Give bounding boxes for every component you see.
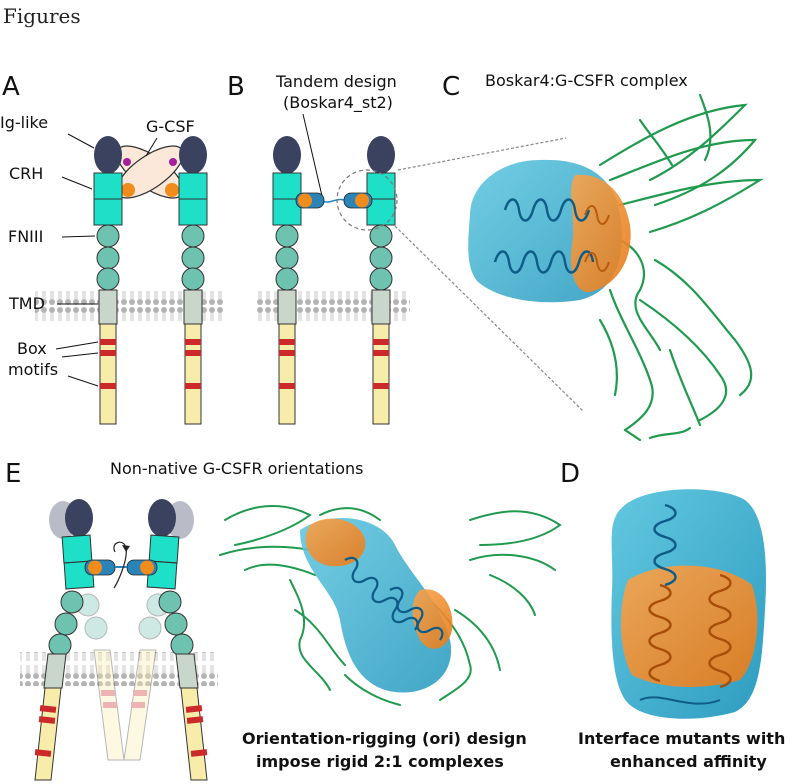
panel-b-title-line1: Tandem design (275, 72, 397, 91)
label-box: Box (17, 339, 47, 358)
panel-c-letter: C (442, 72, 460, 102)
panel-a-receptor-left (93, 136, 123, 425)
panel-a-receptor-right (178, 136, 208, 425)
panel-a-labels: Ig-like CRH FNIII TMD Box motifs G-CSF (0, 113, 195, 387)
label-crh: CRH (9, 164, 43, 183)
panel-d-structure (611, 489, 766, 719)
panel-e-structure (219, 504, 562, 706)
gcsf-ligand (116, 145, 184, 199)
figure-header: Figures (3, 4, 81, 28)
panel-d-caption-line2: enhanced affinity (610, 752, 767, 771)
panel-e-binder (84, 559, 158, 576)
panel-a-letter: A (2, 72, 20, 102)
label-fniii: FNIII (8, 227, 43, 246)
panel-d-caption-line1: Interface mutants with (578, 729, 785, 748)
label-gcsf: G-CSF (146, 117, 195, 136)
crh-domain (93, 172, 123, 200)
panel-e-letter: E (5, 459, 21, 489)
cytoplasmic-tail (99, 323, 117, 425)
panel-c-title: Boskar4:G-CSFR complex (485, 71, 688, 90)
zoom-indicator (336, 137, 585, 413)
box-motif (100, 339, 116, 345)
fniii-domain (96, 224, 120, 248)
label-motifs: motifs (8, 360, 58, 379)
ig-like-domain (94, 136, 122, 174)
panel-d-letter: D (560, 459, 580, 489)
tmd-segment (98, 289, 118, 325)
panel-e-receptor-right (146, 499, 208, 781)
tandem-binder (295, 192, 373, 209)
panel-b-receptor-right (366, 136, 396, 425)
panel-c-structure (468, 93, 764, 442)
label-ig-like: Ig-like (0, 113, 48, 132)
panel-b-receptor-left (272, 136, 302, 425)
panel-e-caption-line2: impose rigid 2:1 complexes (256, 752, 504, 771)
rotation-arrow-icon (113, 541, 130, 589)
panel-b-letter: B (227, 72, 245, 102)
panel-b-title-line2: (Boskar4_st2) (283, 93, 393, 113)
panel-e-receptor-left (34, 499, 95, 781)
panel-e-caption-line1: Orientation-rigging (ori) design (242, 729, 527, 748)
panel-e-title: Non-native G-CSFR orientations (110, 459, 364, 478)
label-tmd: TMD (8, 294, 45, 313)
